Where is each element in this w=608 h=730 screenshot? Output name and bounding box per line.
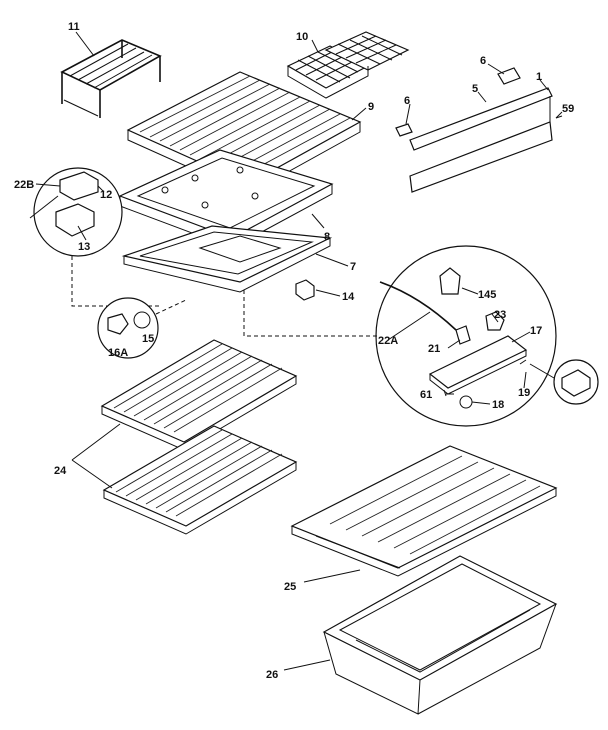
part-9-shelf-grid (126, 71, 362, 195)
leader-switch (529, 363, 555, 379)
inset-16a-15 (97, 297, 159, 359)
label-6-top: 6 (480, 55, 486, 67)
part-25-crisper-cover (290, 445, 558, 577)
part-11-wire-rack (60, 39, 162, 118)
label-25: 25 (284, 581, 296, 593)
label-10: 10 (296, 31, 308, 43)
label-23: 23 (494, 309, 506, 321)
part-14-clip (295, 279, 315, 301)
label-24: 24 (54, 465, 67, 477)
part-7-lower-frame (121, 225, 333, 293)
label-11: 11 (68, 21, 80, 33)
label-6-side: 6 (404, 95, 410, 107)
label-15: 15 (142, 333, 154, 345)
part-10-ice-trays (286, 31, 410, 99)
label-14: 14 (342, 291, 355, 303)
label-18: 18 (492, 399, 504, 411)
label-61: 61 (420, 389, 432, 401)
part-24-wire-shelf-top (100, 339, 298, 451)
inset-switch (553, 359, 599, 405)
label-1: 1 (536, 71, 542, 83)
label-59: 59 (562, 103, 574, 115)
part-26-crisper-drawer (322, 555, 558, 715)
label-8: 8 (324, 231, 330, 243)
label-7: 7 (350, 261, 356, 273)
label-5: 5 (472, 83, 478, 95)
inset-left-22b-12-13 (29, 167, 123, 257)
label-12: 12 (100, 189, 112, 201)
label-21: 21 (428, 343, 440, 355)
label-26: 26 (266, 669, 278, 681)
leader-light-assembly (243, 290, 378, 337)
inset-light-assembly (375, 245, 557, 427)
label-19: 19 (518, 387, 530, 399)
part-5-rail (395, 67, 563, 193)
leader-inset-16a (155, 299, 187, 315)
label-9: 9 (368, 101, 374, 113)
part-24-wire-shelf-bottom (102, 425, 298, 535)
label-13: 13 (78, 241, 90, 253)
leader-lines (35, 31, 563, 671)
label-16a: 16A (108, 347, 128, 359)
label-17: 17 (530, 325, 542, 337)
label-22b: 22B (14, 179, 34, 191)
label-22a: 22A (378, 335, 398, 347)
leader-inset-left (71, 256, 160, 307)
label-145: 145 (478, 289, 496, 301)
